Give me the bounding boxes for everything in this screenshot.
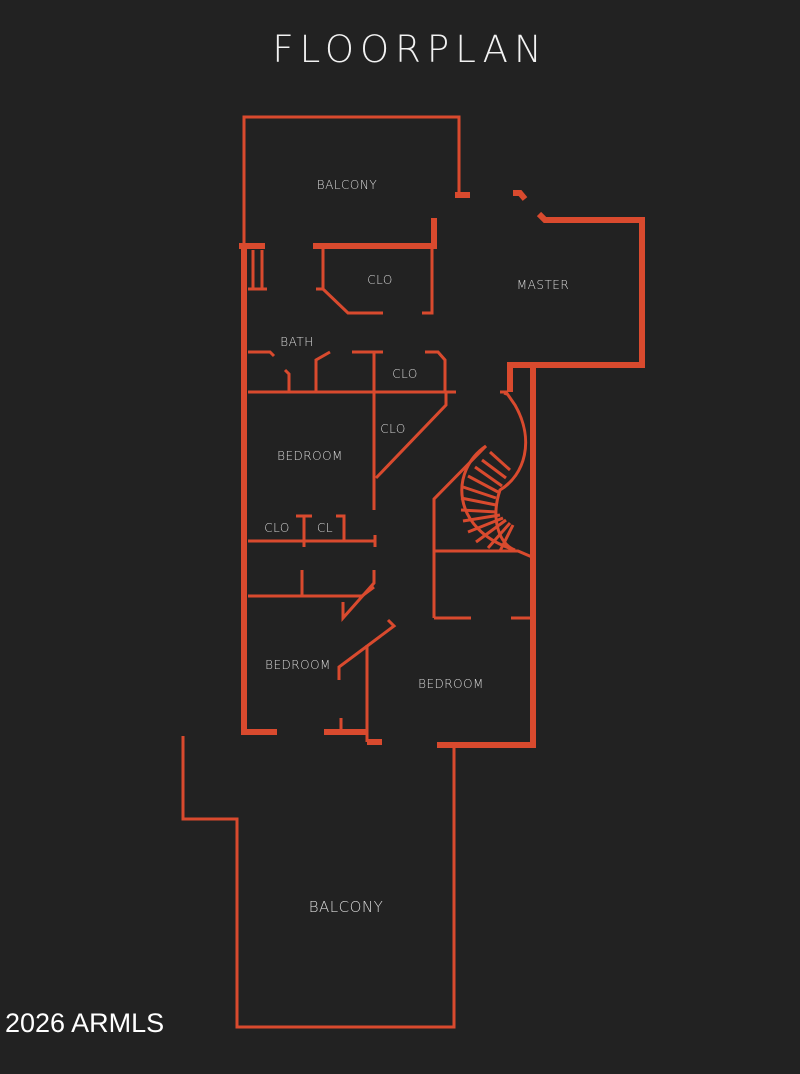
page-title: FLOORPLAN (272, 28, 548, 71)
room-label-bath: BATH (280, 335, 314, 349)
room-label-clo-3: CLO (380, 422, 406, 436)
room-label-bedroom-2: BEDROOM (265, 658, 331, 672)
room-label-cl: CL (317, 521, 333, 535)
room-label-balcony-bottom: BALCONY (309, 898, 384, 916)
room-label-clo-2: CLO (392, 367, 418, 381)
room-label-bedroom-3: BEDROOM (418, 677, 484, 691)
room-label-bedroom-1: BEDROOM (277, 449, 343, 463)
room-label-balcony-top: BALCONY (317, 178, 378, 192)
stair-treads-icon (460, 450, 515, 552)
room-labels: BALCONY CLO MASTER BATH CLO CLO BEDROOM … (264, 178, 569, 916)
room-label-clo-1: CLO (367, 273, 393, 287)
copyright-watermark: 2026 ARMLS (5, 1008, 165, 1038)
room-label-master: MASTER (517, 278, 569, 292)
walls (181, 115, 645, 1029)
room-label-clo-4: CLO (264, 521, 290, 535)
